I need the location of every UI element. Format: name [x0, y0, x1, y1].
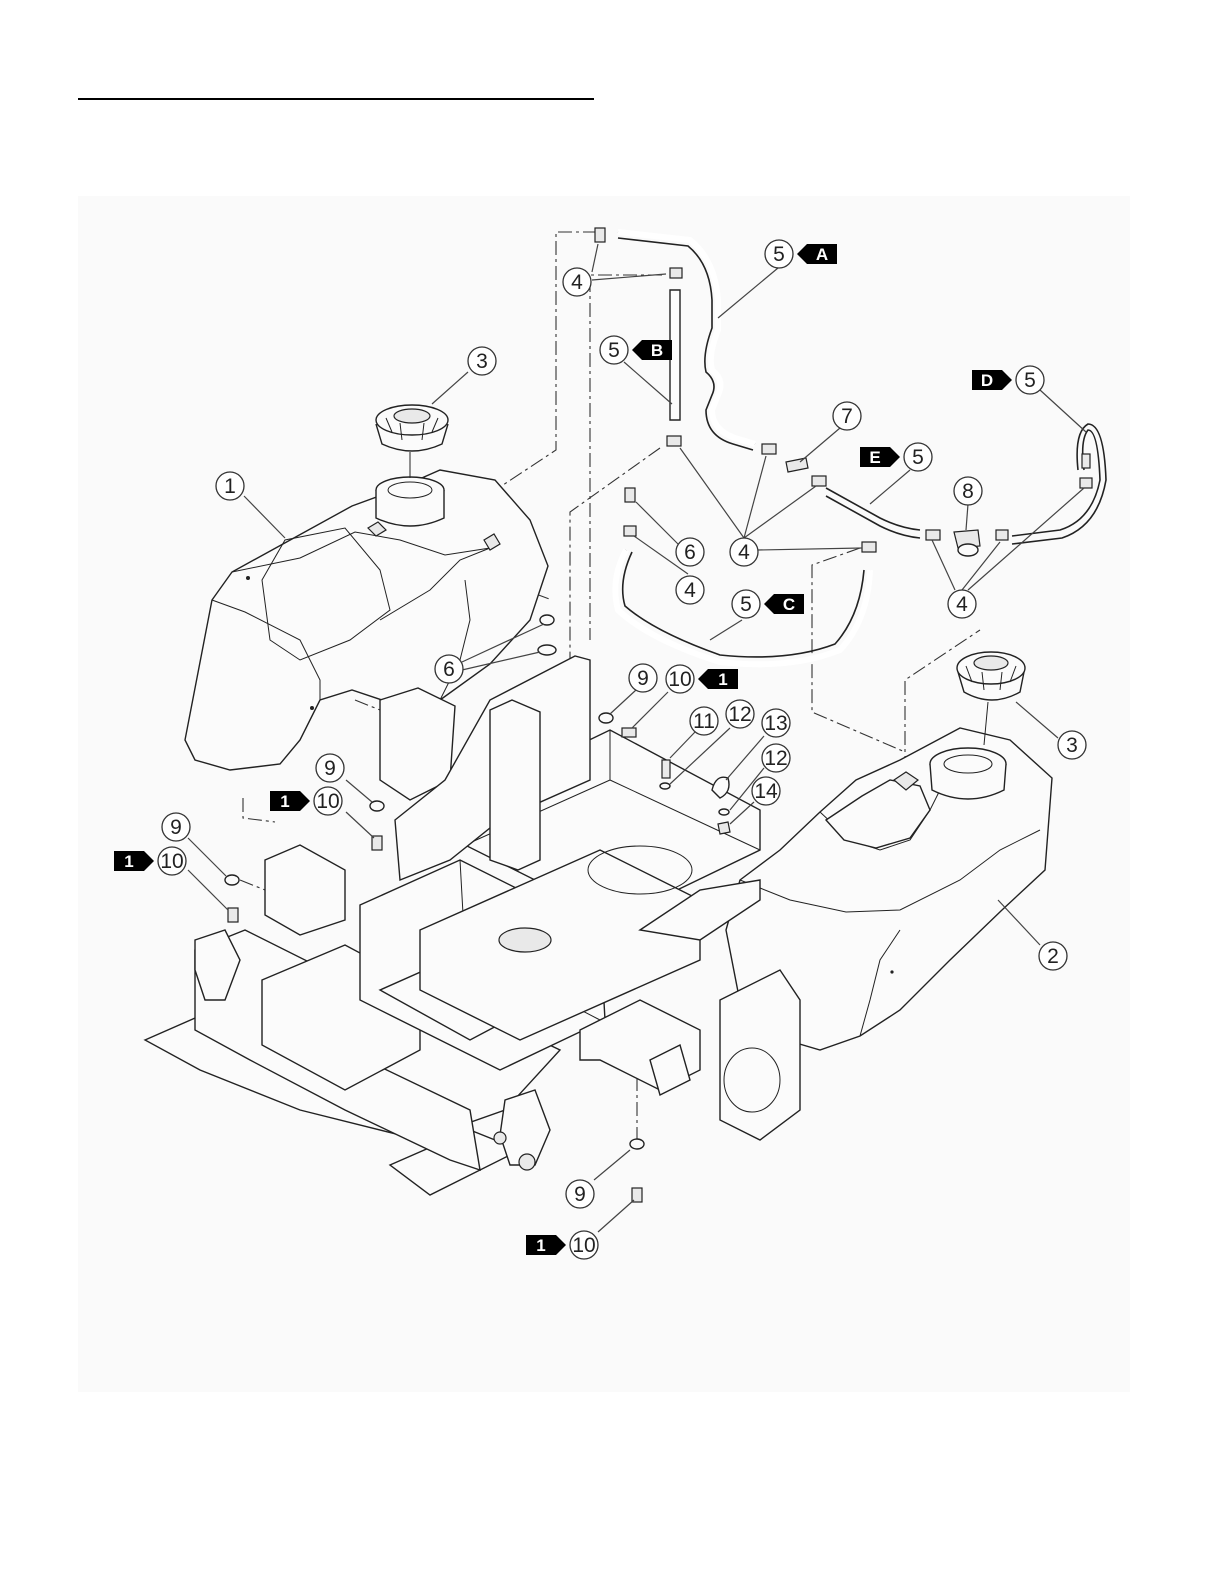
callout-number: 9 — [637, 667, 649, 690]
callout-number: 4 — [684, 579, 696, 602]
clamp-d-start — [996, 530, 1008, 540]
callout-number: 10 — [316, 790, 339, 813]
nut-14 — [718, 822, 730, 834]
bolt-10-a — [622, 728, 636, 737]
callout-number: 8 — [962, 480, 974, 503]
callout-number: 7 — [841, 405, 853, 428]
callout-number: 5 — [740, 593, 752, 616]
filter-8-base — [958, 544, 978, 556]
callout-number: 10 — [160, 850, 183, 873]
bolt-11 — [662, 760, 670, 778]
callout-tag-label: B — [651, 341, 663, 360]
callout-number: 6 — [443, 658, 455, 681]
clamp-c-left — [624, 526, 636, 536]
callout-number: 9 — [324, 757, 336, 780]
callout-c9c: 9 — [162, 813, 190, 841]
callout-number: 14 — [754, 780, 778, 803]
callout-tag-label: E — [869, 448, 880, 467]
callout-c2: 2 — [1039, 942, 1067, 970]
callout-number: 5 — [608, 339, 620, 362]
callout-number: 9 — [574, 1183, 586, 1206]
callout-tag-label: D — [981, 371, 993, 390]
callout-number: 4 — [571, 271, 583, 294]
clamp-b-lower — [667, 436, 681, 446]
callout-number: 9 — [170, 816, 182, 839]
callout-c9a: 9 — [629, 664, 657, 692]
callout-tag-label: 1 — [280, 792, 289, 811]
callout-number: 3 — [476, 350, 488, 373]
clamp-e-start — [812, 476, 826, 486]
clamp-e-end — [926, 530, 940, 540]
washer-9-c — [225, 875, 239, 885]
callout-c6b: 6 — [435, 655, 463, 683]
fitting-top — [595, 228, 605, 242]
callout-c11: 11 — [690, 707, 718, 735]
callout-c6a: 6 — [676, 538, 704, 566]
callout-c4d: 4 — [948, 590, 976, 618]
callout-number: 5 — [1024, 369, 1036, 392]
callout-c9d: 9 — [566, 1180, 594, 1208]
callout-c8: 8 — [954, 477, 982, 505]
callout-tag-label: A — [816, 245, 828, 264]
clamp-c-right — [862, 542, 876, 552]
clamp-d-end — [1080, 478, 1092, 488]
callout-c14: 14 — [752, 777, 780, 805]
callout-number: 13 — [764, 712, 787, 735]
callout-number: 3 — [1066, 734, 1078, 757]
fitting-d — [1082, 454, 1090, 468]
callout-number: 10 — [668, 668, 691, 691]
callout-c7: 7 — [833, 402, 861, 430]
callout-c4a: 4 — [563, 268, 591, 296]
washer-9-b — [370, 801, 384, 811]
callout-c13: 13 — [762, 709, 790, 737]
callout-c4c: 4 — [676, 576, 704, 604]
callout-number: 5 — [912, 446, 924, 469]
callout-number: 11 — [693, 710, 715, 733]
callout-number: 12 — [728, 703, 751, 726]
clamp-top — [670, 268, 682, 278]
callout-number: 5 — [773, 243, 785, 266]
callout-tag-label: 1 — [124, 852, 133, 871]
callout-c9b: 9 — [316, 754, 344, 782]
callout-number: 10 — [572, 1234, 595, 1257]
callout-c12b: 12 — [762, 744, 790, 772]
valve-6 — [625, 488, 635, 502]
callout-number: 6 — [684, 541, 696, 564]
callout-c1: 1 — [216, 472, 244, 500]
callout-c12a: 12 — [726, 700, 754, 728]
callout-tag-label: 1 — [536, 1236, 545, 1255]
callout-number: 2 — [1047, 945, 1059, 968]
callout-number: 4 — [738, 541, 750, 564]
callout-number: 12 — [764, 747, 787, 770]
callout-c4b: 4 — [730, 538, 758, 566]
washer-6 — [538, 645, 556, 655]
callout-tag-label: C — [783, 595, 795, 614]
callout-c3a: 3 — [468, 347, 496, 375]
washer-12-b — [719, 809, 729, 815]
washer-12-a — [660, 783, 670, 789]
washer-9-a — [599, 713, 613, 723]
callout-c3b: 3 — [1058, 731, 1086, 759]
grommet-6 — [540, 615, 554, 625]
callout-number: 4 — [956, 593, 968, 616]
washer-9-d — [630, 1139, 644, 1149]
callout-tag-label: 1 — [718, 670, 727, 689]
clamp-upper-mid — [762, 444, 776, 454]
callout-number: 1 — [224, 475, 236, 498]
bolt-10-c — [228, 908, 238, 922]
